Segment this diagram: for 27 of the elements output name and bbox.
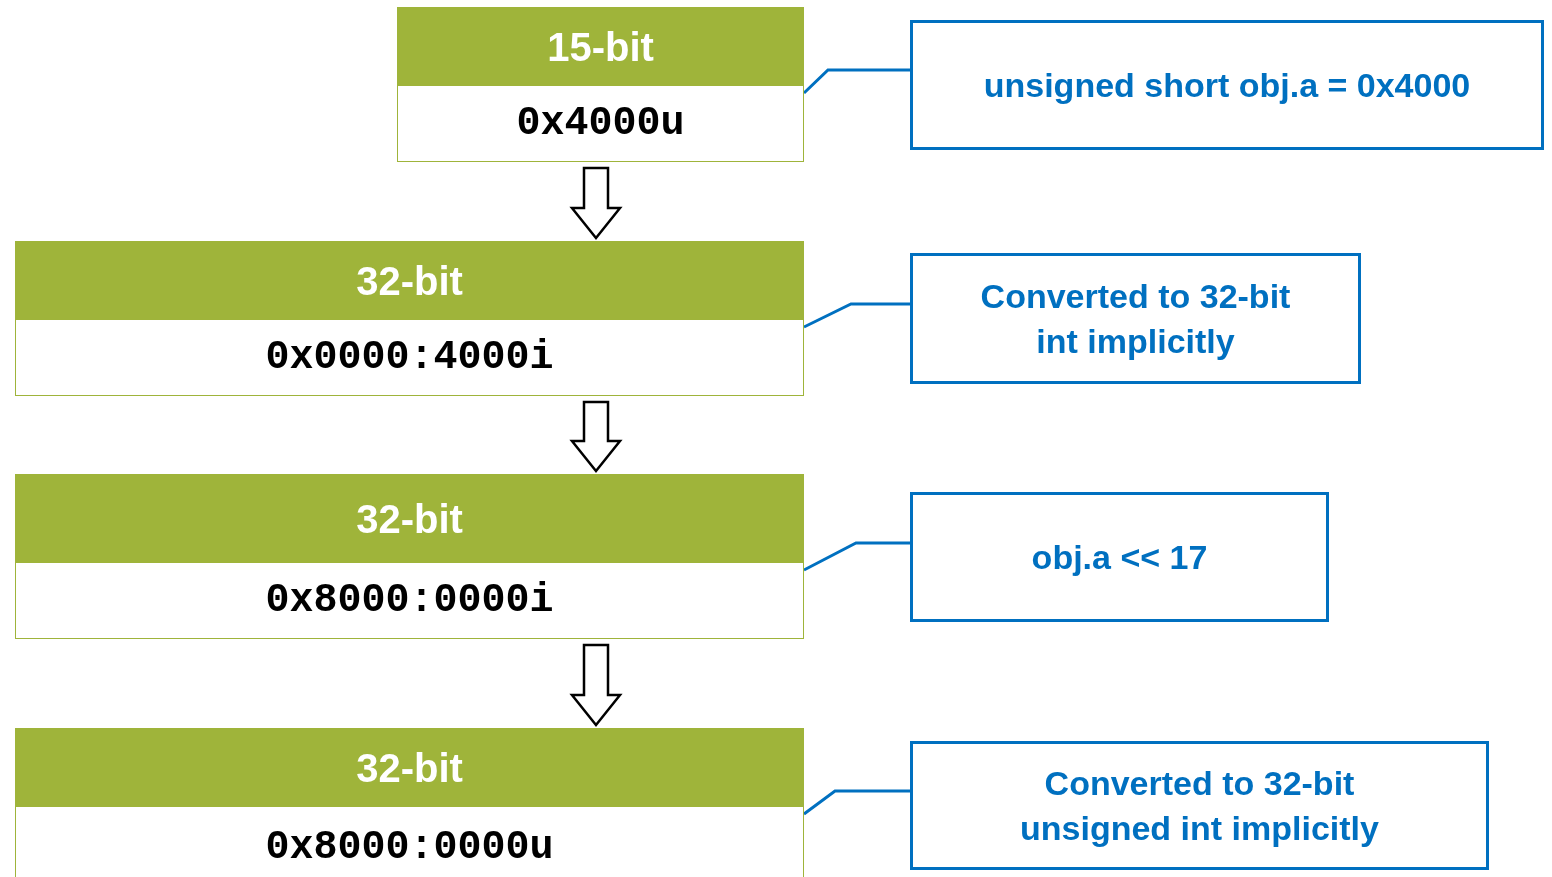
block-arrow (569, 643, 623, 727)
hex-value: 0x8000:0000i (265, 578, 554, 623)
register-block (397, 7, 804, 162)
hex-value: 0x0000:4000i (265, 335, 554, 380)
callout-text: Converted to 32-bit unsigned int implicitly (1019, 763, 1380, 849)
callout-box (910, 741, 1489, 870)
block-arrow (569, 166, 623, 240)
leader-line (803, 302, 910, 329)
register-block (15, 474, 804, 639)
register-block (15, 241, 804, 396)
callout-text: obj.a << 17 (1031, 536, 1208, 578)
leader-line (802, 68, 910, 95)
bit-width-header: 15-bit (398, 8, 803, 86)
bit-width-header: 32-bit (16, 729, 803, 807)
callout-text: Converted to 32-bit int implicitly (979, 276, 1292, 362)
callout-box (910, 20, 1544, 150)
callout-box (910, 253, 1361, 384)
leader-line (803, 789, 910, 816)
register-block (15, 728, 804, 877)
bit-width-header: 32-bit (16, 242, 803, 320)
hex-value: 0x4000u (516, 101, 685, 146)
hex-value: 0x8000:0000u (265, 824, 554, 870)
callout-text: unsigned short obj.a = 0x4000 (983, 64, 1471, 106)
callout-box (910, 492, 1329, 622)
leader-line (803, 541, 910, 572)
bit-width-header: 32-bit (16, 475, 803, 563)
block-arrow (569, 400, 623, 473)
